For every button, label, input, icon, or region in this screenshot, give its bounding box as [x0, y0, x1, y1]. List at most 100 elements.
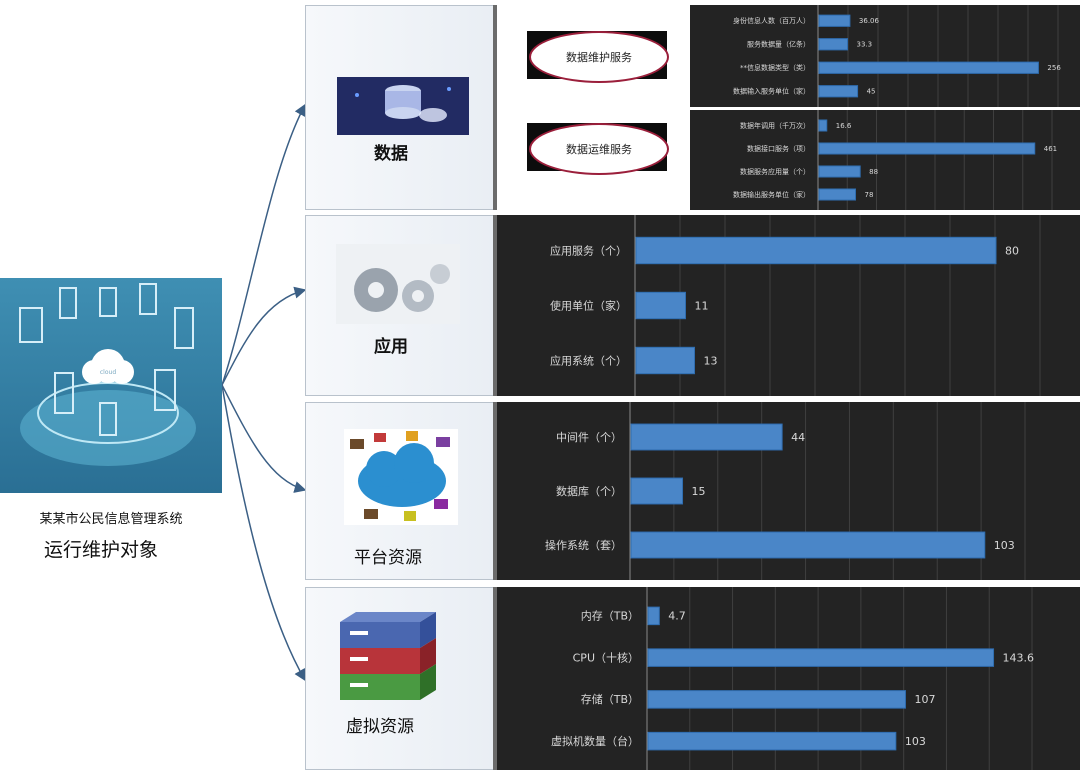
server-stack-icon [340, 612, 436, 700]
bar [635, 236, 997, 265]
category-label: 操作系统（套） [545, 538, 622, 552]
category-label: 身份信息人数（百万人） [733, 16, 810, 25]
panel-app: 应用 应用服务（个） 80 使用单位（家） 11 应用系统（个） 13 [305, 215, 1080, 396]
category-label: CPU（十核） [573, 650, 639, 664]
value-label: 4.7 [668, 610, 686, 623]
category-label: 数据服务应用量（个） [740, 167, 810, 176]
service-ellipse: 数据运维服务 [529, 123, 669, 175]
value-label: 36.06 [859, 17, 880, 25]
panel-label: 平台资源 [354, 548, 422, 568]
bar [635, 291, 686, 320]
category-label: 数据库（个） [556, 484, 622, 498]
service-cell-2: 数据运维服务 [497, 107, 690, 210]
value-label: 143.6 [1003, 651, 1035, 664]
bar [818, 85, 859, 98]
chart-app: 应用服务（个） 80 使用单位（家） 11 应用系统（个） 13 [497, 215, 1080, 396]
value-label: 80 [1005, 244, 1019, 257]
connector-to-virtual [221, 384, 306, 682]
value-label: 13 [704, 354, 718, 367]
value-label: 103 [994, 539, 1015, 552]
separator [493, 587, 497, 770]
panel-side: 数据 [305, 5, 495, 210]
panel-platform: 平台资源 中间件（个） 44 数据库（个） 15 操作系统（套） 103 [305, 402, 1080, 580]
panel-label: 虚拟资源 [346, 717, 414, 737]
bar-chart-svg: 身份信息人数（百万人）36.06服务数据量（亿条）33.3**信息数据类型（类）… [733, 5, 1061, 107]
category-label: 应用服务（个） [550, 243, 627, 257]
device-icon [174, 307, 194, 349]
category-label: 存储（TB） [581, 692, 639, 706]
value-label: 11 [695, 299, 709, 312]
cloud-label: cloud [100, 369, 116, 376]
separator [493, 215, 497, 396]
value-label: 15 [692, 485, 706, 498]
category-label: 中间件（个） [556, 431, 622, 444]
panel-label: 数据 [374, 144, 408, 164]
panel-side: 应用 [305, 215, 495, 396]
hero-caption: 某某市公民信息管理系统 运行维护对象 [0, 508, 222, 562]
bar-chart-svg: 数据年调用（千万次） 16.6 数据接口服务（项） 461 数据服务应用量（个） 88 数据… [733, 110, 1057, 210]
category-label: 虚拟机数量（台） [551, 734, 639, 748]
platform-disc [20, 390, 196, 466]
cloud-devices-icon [344, 429, 458, 525]
bar [818, 14, 851, 27]
bar [630, 477, 684, 505]
chart-data-2: 数据年调用（千万次） 16.6 数据接口服务（项） 461 数据服务应用量（个） 88 数据… [690, 110, 1080, 210]
panel-side: 平台资源 [305, 402, 495, 580]
bar [647, 731, 897, 751]
bar [647, 606, 660, 626]
bar [818, 165, 861, 178]
service-ellipse: 数据维护服务 [529, 31, 669, 83]
system-name: 某某市公民信息管理系统 [39, 512, 183, 527]
device-icon [139, 283, 157, 315]
value-label: 88 [869, 168, 878, 176]
bar-chart-svg: 应用服务（个） 80 使用单位（家） 11 应用系统（个） 13 [550, 215, 1041, 396]
gears-icon [336, 244, 460, 324]
category-label: 数据输入服务单位（家） [733, 87, 810, 96]
bar [630, 531, 986, 559]
device-icon [54, 372, 74, 414]
separator [493, 5, 497, 210]
device-icon [99, 287, 117, 317]
bar-chart-svg: 中间件（个） 44 数据库（个） 15 操作系统（套） 103 [545, 402, 1026, 580]
panel-label: 应用 [374, 337, 408, 357]
value-label: 256 [1047, 64, 1061, 72]
device-icon [59, 287, 77, 319]
bar [818, 61, 1039, 74]
bar [647, 648, 995, 667]
device-icon [19, 307, 43, 343]
value-label: 107 [914, 693, 935, 706]
value-label: 33.3 [857, 41, 873, 49]
object-title: 运行维护对象 [43, 539, 158, 561]
value-label: 461 [1044, 145, 1057, 153]
chart-platform: 中间件（个） 44 数据库（个） 15 操作系统（套） 103 [497, 402, 1080, 580]
category-label: **信息数据类型（类） [740, 63, 810, 72]
value-label: 44 [791, 431, 805, 444]
category-label: 使用单位（家） [550, 298, 627, 312]
bar [647, 690, 906, 709]
value-label: 78 [865, 191, 874, 199]
server-database-icon [337, 77, 469, 135]
value-label: 45 [867, 88, 876, 96]
connector-to-data [221, 103, 306, 386]
bar [635, 346, 695, 375]
device-icon [99, 402, 117, 436]
connector-to-app [221, 286, 307, 386]
bar [818, 188, 857, 201]
category-label: 数据接口服务（项） [747, 144, 810, 153]
category-label: 应用系统（个） [550, 353, 627, 367]
separator [493, 402, 497, 580]
value-label: 16.6 [836, 122, 852, 130]
bar [818, 119, 828, 132]
bar [818, 38, 849, 51]
bar [818, 142, 1036, 155]
service-cell-1: 数据维护服务 [497, 5, 690, 105]
category-label: 数据输出服务单位（家） [733, 190, 810, 199]
category-label: 数据年调用（千万次） [740, 121, 810, 130]
bar-chart-svg: 内存（TB）4.7CPU（十核）143.6存储（TB）107虚拟机数量（台）10… [551, 587, 1035, 770]
bar [630, 423, 783, 451]
system-hero-image: cloud [0, 278, 222, 493]
